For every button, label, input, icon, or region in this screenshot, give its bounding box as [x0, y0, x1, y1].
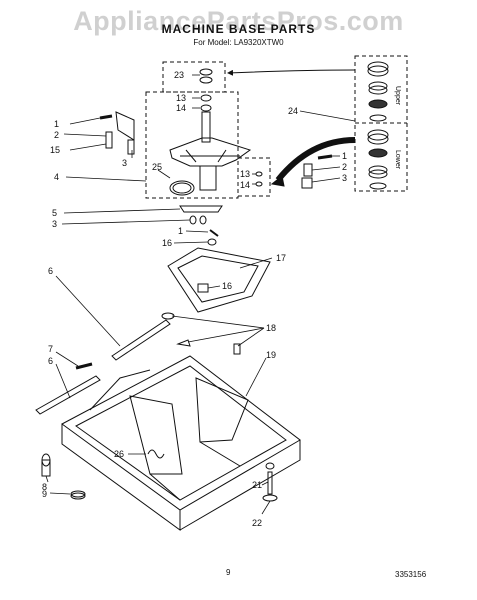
group-box-middle [145, 91, 239, 199]
callout-14-top: 14 [176, 103, 186, 113]
arrow-lower [275, 137, 356, 182]
callout-21: 21 [252, 480, 262, 490]
upper-bearing-set [367, 61, 389, 122]
page-title: MACHINE BASE PARTS [161, 22, 316, 36]
group-box-right [237, 157, 271, 197]
page-number: 9 [226, 568, 231, 577]
callout-5: 5 [52, 208, 57, 218]
callout-17: 17 [276, 253, 286, 263]
callout-14-right: 14 [240, 180, 250, 190]
callout-22: 22 [252, 518, 262, 528]
seal-ring [169, 180, 195, 196]
callout-19: 19 [266, 350, 276, 360]
callout-7: 7 [48, 344, 53, 354]
callout-3-clip: 3 [52, 219, 57, 229]
callout-23: 23 [174, 70, 184, 80]
inset-lower-label: Lower [394, 150, 401, 170]
callout-2-right: 2 [342, 162, 347, 172]
callout-6-upper: 6 [48, 266, 53, 276]
group-box-top [162, 61, 226, 93]
callout-3-bracket: 3 [122, 158, 127, 168]
callout-24: 24 [288, 106, 298, 116]
lower-bearing-set [367, 129, 389, 190]
callout-1-left: 1 [54, 119, 59, 129]
document-number: 3353156 [395, 570, 427, 579]
callout-1-center: 1 [178, 226, 183, 236]
model-number: For Model: LA9320XTW0 [193, 38, 284, 47]
rail-6b [35, 375, 101, 415]
callout-13-right: 13 [240, 169, 250, 179]
callout-13-top: 13 [176, 93, 186, 103]
callout-9: 9 [42, 489, 47, 499]
callout-16-upper: 16 [162, 238, 172, 248]
callout-2-left: 2 [54, 130, 59, 140]
callout-18: 18 [266, 323, 276, 333]
callout-25: 25 [152, 162, 162, 172]
callout-3-right: 3 [342, 173, 347, 183]
transmission [169, 111, 252, 191]
callout-16-lower: 16 [222, 281, 232, 291]
callout-4: 4 [54, 172, 59, 182]
arrow-upper [227, 69, 356, 76]
callout-1-right: 1 [342, 151, 347, 161]
callout-26: 26 [114, 449, 124, 459]
rail-6a [111, 319, 171, 361]
callout-6-lower: 6 [48, 356, 53, 366]
machine-base-frame [61, 355, 301, 531]
callout-15: 15 [50, 145, 60, 155]
callout-8: 8 [42, 482, 47, 492]
drive-frame [167, 247, 271, 313]
inset-upper-label: Upper [394, 86, 401, 106]
